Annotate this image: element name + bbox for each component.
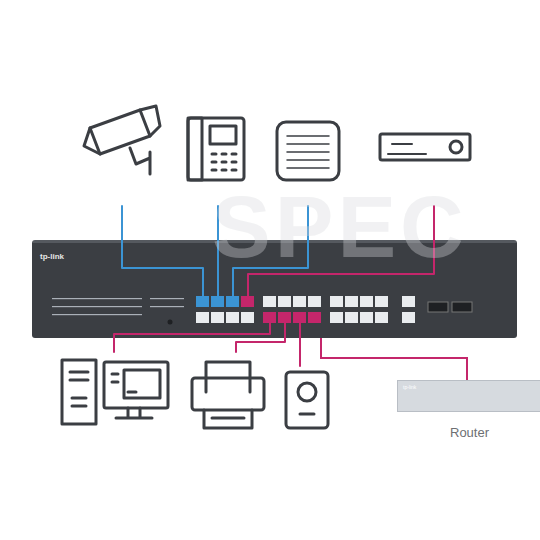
- ethernet-port: [345, 296, 358, 307]
- switch-front-panel: [52, 296, 472, 325]
- ethernet-port: [211, 312, 224, 323]
- ethernet-port: [330, 312, 343, 323]
- ethernet-port: [278, 312, 291, 323]
- ethernet-port: [402, 296, 415, 307]
- ethernet-port: [345, 312, 358, 323]
- network-switch: tp-link: [32, 240, 517, 338]
- device-label: Router: [450, 425, 489, 440]
- ethernet-port: [278, 296, 291, 307]
- router-box: tp-linkRouter: [397, 380, 540, 412]
- sfp-slot: [452, 302, 472, 312]
- nvr-icon: [380, 134, 470, 160]
- ethernet-port: [211, 296, 224, 307]
- ethernet-port: [360, 296, 373, 307]
- ethernet-port: [196, 312, 209, 323]
- ethernet-port: [375, 312, 388, 323]
- ethernet-port: [226, 312, 239, 323]
- access-point-icon: [277, 122, 339, 180]
- ethernet-port: [360, 312, 373, 323]
- ethernet-port: [308, 296, 321, 307]
- uplink-cable: [321, 338, 467, 380]
- brand-logo: tp-link: [403, 384, 416, 390]
- ethernet-port: [375, 296, 388, 307]
- ethernet-port: [263, 312, 276, 323]
- ethernet-port: [293, 296, 306, 307]
- computer-icon: [62, 360, 168, 424]
- ethernet-port: [241, 296, 254, 307]
- client-device-icon: [286, 372, 328, 428]
- ethernet-port: [226, 296, 239, 307]
- camera-icon: [84, 106, 160, 174]
- wire: [248, 206, 434, 296]
- ethernet-port: [402, 312, 415, 323]
- printer-icon: [192, 362, 264, 428]
- ip-phone-icon: [188, 118, 244, 180]
- ethernet-port: [241, 312, 254, 323]
- sfp-slot: [428, 302, 448, 312]
- wire: [114, 323, 300, 366]
- wire: [122, 206, 308, 296]
- ethernet-port: [263, 296, 276, 307]
- brand-logo: tp-link: [40, 252, 64, 261]
- ethernet-port: [196, 296, 209, 307]
- ethernet-port: [330, 296, 343, 307]
- ethernet-port: [308, 312, 321, 323]
- ethernet-port: [293, 312, 306, 323]
